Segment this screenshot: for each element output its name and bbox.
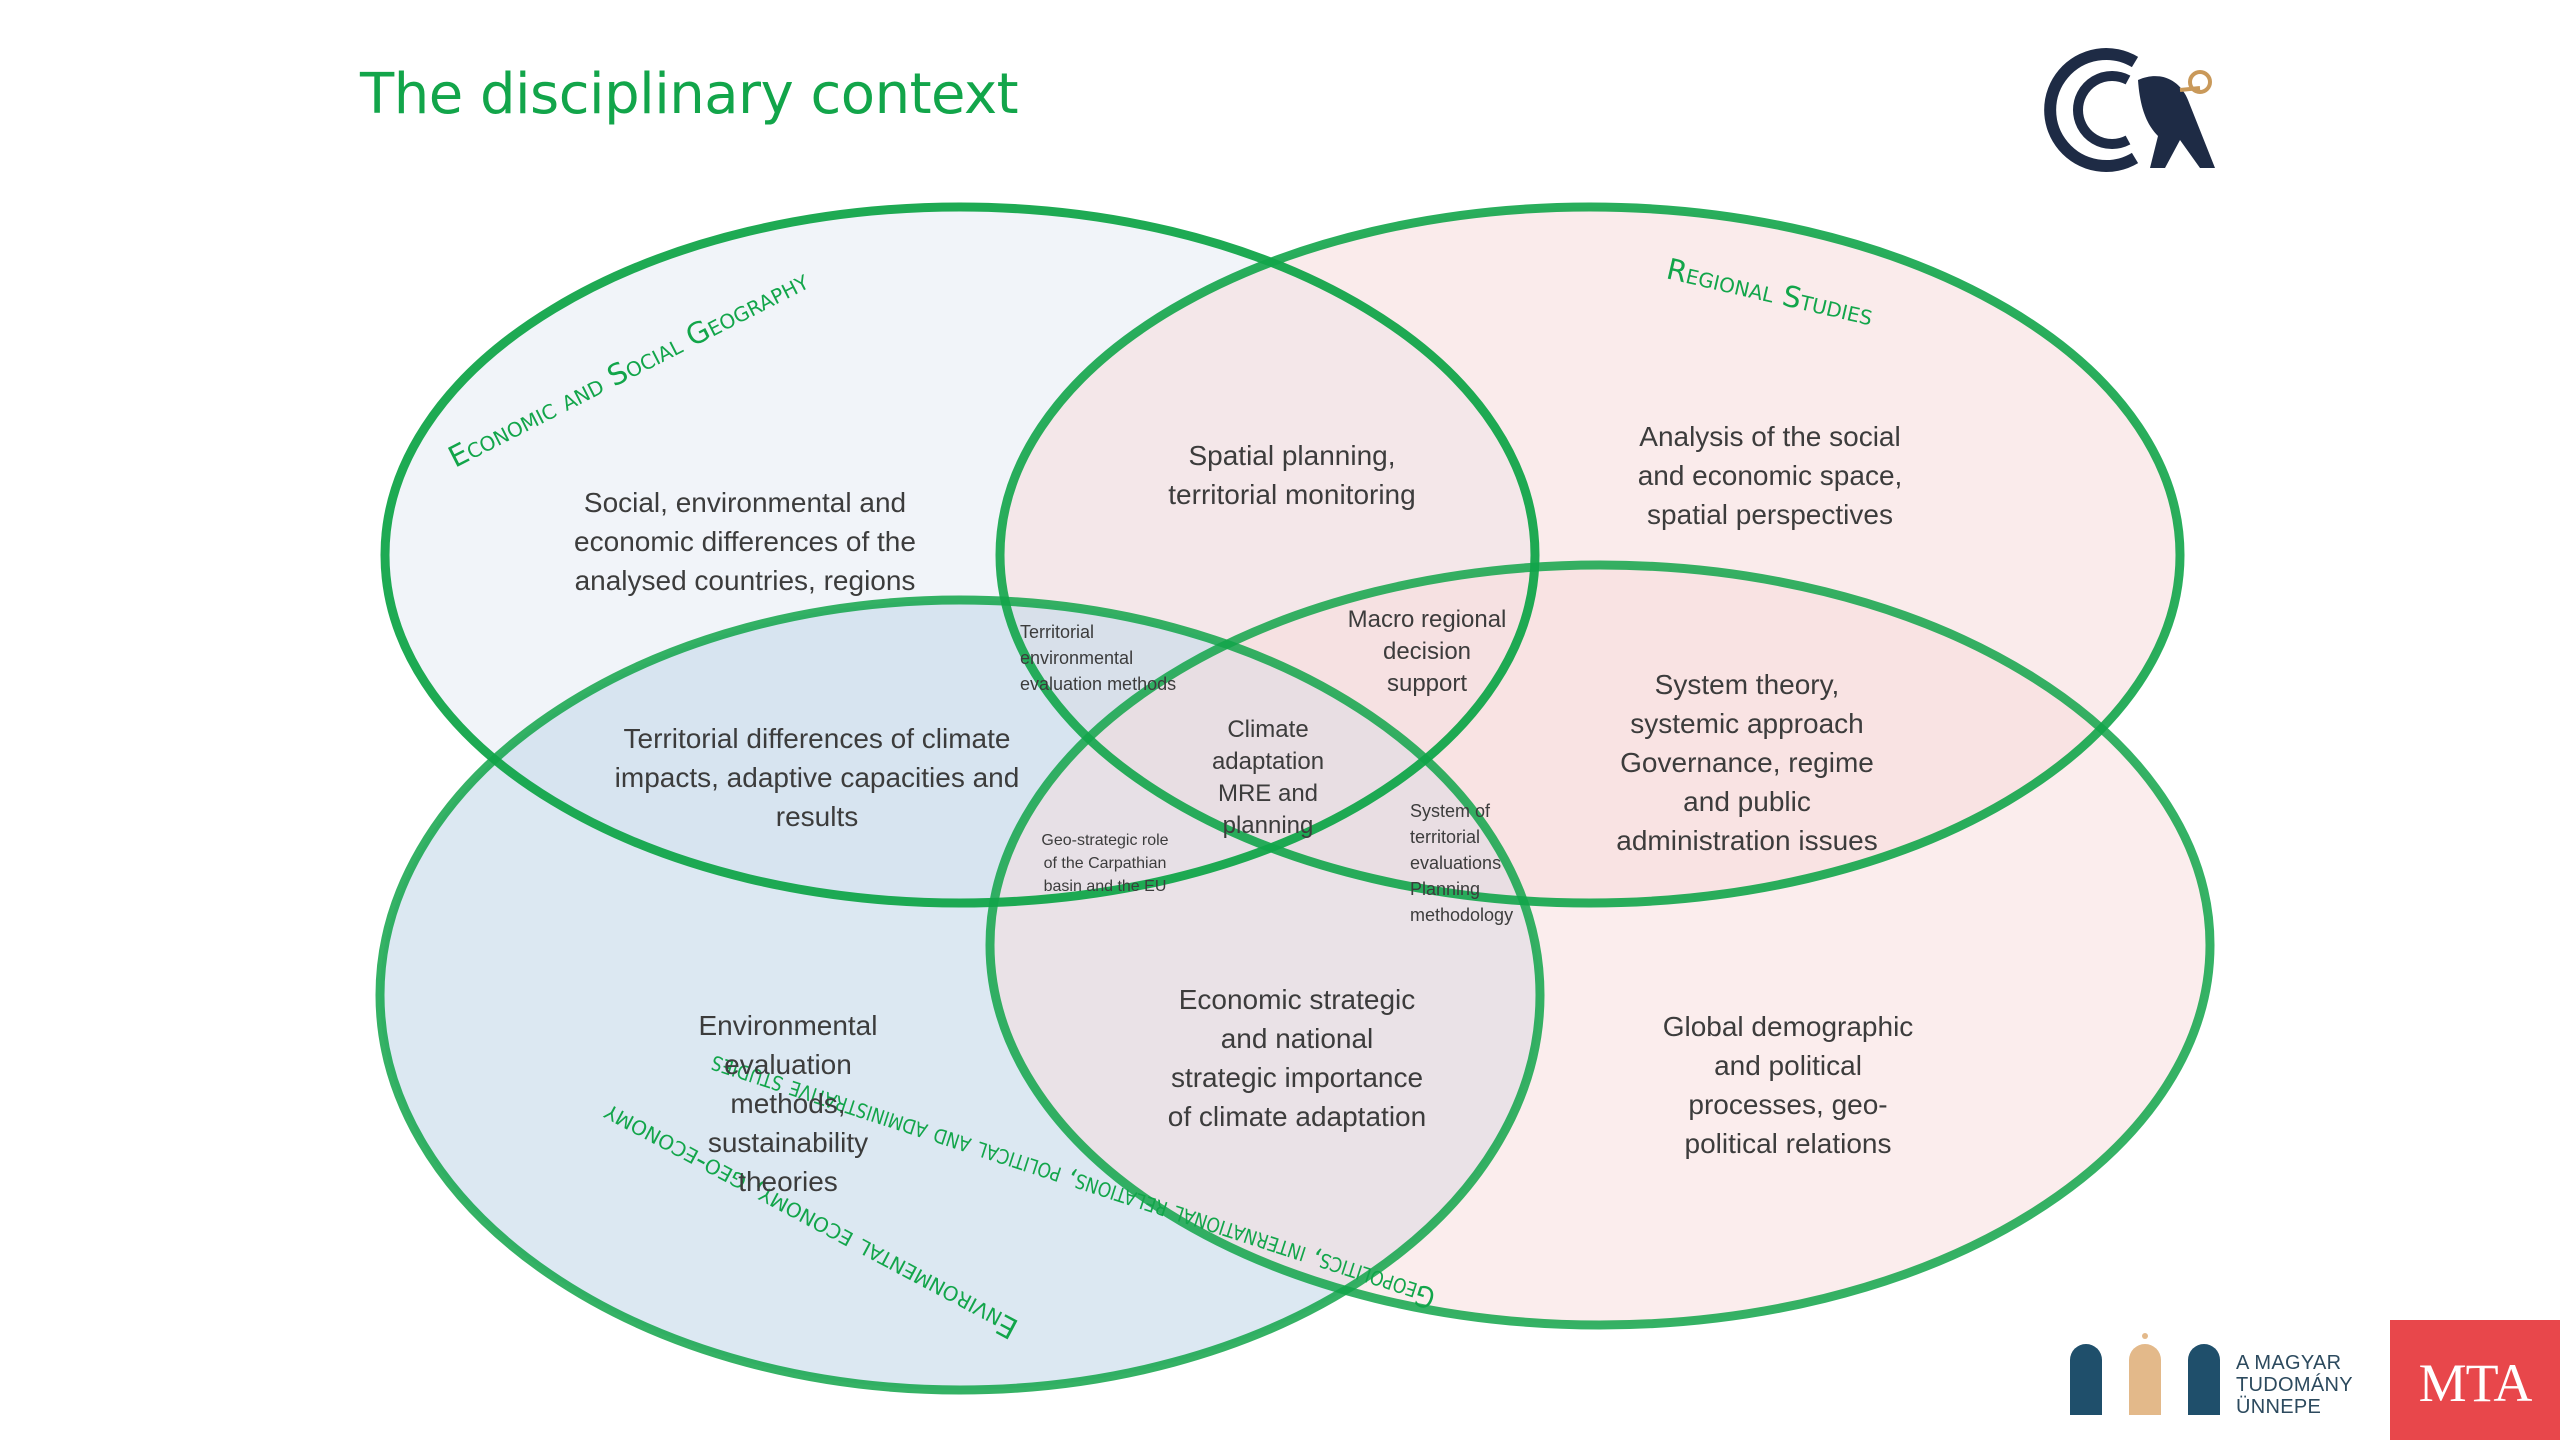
- region-macro-regional: Macro regional decision support: [1348, 606, 1507, 697]
- region-env-only: Environmental evaluation methods, sustai…: [699, 1010, 878, 1197]
- amt-logo-icon: [2070, 1333, 2220, 1415]
- region-geo-only: Social, environmental and economic diffe…: [574, 487, 916, 596]
- svg-text:Governance, regime: Governance, regime: [1620, 747, 1874, 778]
- cr-logo: [2044, 48, 2215, 172]
- svg-text:economic differences of the: economic differences of the: [574, 526, 916, 557]
- svg-text:analysed countries, regions: analysed countries, regions: [575, 565, 916, 596]
- svg-text:results: results: [776, 801, 858, 832]
- svg-text:support: support: [1387, 670, 1467, 697]
- svg-text:Climate: Climate: [1227, 716, 1308, 743]
- svg-text:of climate adaptation: of climate adaptation: [1168, 1101, 1426, 1132]
- svg-text:Economic strategic: Economic strategic: [1179, 984, 1416, 1015]
- svg-text:theories: theories: [738, 1166, 838, 1197]
- svg-text:processes, geo-: processes, geo-: [1688, 1089, 1887, 1120]
- region-territorial-env-methods: Territorial environmental evaluation met…: [1020, 622, 1176, 694]
- svg-text:impacts, adaptive capacities a: impacts, adaptive capacities and: [615, 762, 1020, 793]
- region-system-territorial: System of territorial evaluations Planni…: [1410, 801, 1513, 925]
- mta-logo: MTA: [2390, 1320, 2560, 1440]
- svg-text:basin and the EU: basin and the EU: [1044, 878, 1167, 895]
- page-title: The disciplinary context: [360, 62, 1019, 127]
- svg-text:Analysis of the social: Analysis of the social: [1639, 421, 1900, 452]
- svg-text:political relations: political relations: [1685, 1128, 1892, 1159]
- region-regional-geopolitics: System theory, systemic approach Governa…: [1616, 669, 1877, 856]
- svg-text:environmental: environmental: [1020, 648, 1133, 668]
- svg-text:Territorial differences of cli: Territorial differences of climate: [624, 723, 1011, 754]
- svg-text:System of: System of: [1410, 801, 1491, 821]
- circle-economic-social-geography: [380, 202, 1540, 908]
- svg-text:adaptation: adaptation: [1212, 748, 1324, 775]
- svg-text:and economic space,: and economic space,: [1638, 460, 1903, 491]
- svg-text:evaluation: evaluation: [724, 1049, 852, 1080]
- svg-text:Territorial: Territorial: [1020, 622, 1094, 642]
- svg-text:evaluation methods: evaluation methods: [1020, 674, 1176, 694]
- svg-text:strategic importance: strategic importance: [1171, 1062, 1423, 1093]
- svg-text:Geo-strategic role: Geo-strategic role: [1041, 832, 1168, 849]
- circle-geopolitics: [985, 560, 2215, 1330]
- svg-text:spatial perspectives: spatial perspectives: [1647, 499, 1893, 530]
- svg-text:methods,: methods,: [730, 1088, 845, 1119]
- region-geo-regional: Spatial planning, territorial monitoring: [1168, 440, 1415, 510]
- region-geo-env: Territorial differences of climate impac…: [615, 723, 1020, 832]
- circle-environmental-economy: [375, 595, 1545, 1395]
- circle-regional-studies: [995, 202, 2185, 908]
- svg-text:Environmental: Environmental: [699, 1010, 878, 1041]
- svg-text:sustainability: sustainability: [708, 1127, 868, 1158]
- svg-text:administration issues: administration issues: [1616, 825, 1877, 856]
- svg-text:Macro regional: Macro regional: [1348, 606, 1507, 633]
- region-env-geopolitics: Economic strategic and national strategi…: [1168, 984, 1426, 1132]
- svg-text:systemic approach: systemic approach: [1630, 708, 1863, 739]
- amt-logo-text: A MAGYAR TUDOMÁNY ÜNNEPE: [2236, 1352, 2353, 1418]
- region-regional-only: Analysis of the social and economic spac…: [1638, 421, 1903, 530]
- svg-text:of the Carpathian: of the Carpathian: [1044, 855, 1167, 872]
- svg-text:Spatial planning,: Spatial planning,: [1188, 440, 1395, 471]
- svg-text:territorial monitoring: territorial monitoring: [1168, 479, 1415, 510]
- svg-text:and national: and national: [1221, 1023, 1374, 1054]
- svg-text:Global demographic: Global demographic: [1663, 1011, 1914, 1042]
- svg-text:Planning: Planning: [1410, 879, 1480, 899]
- region-center: Climate adaptation MRE and planning: [1212, 716, 1324, 839]
- svg-text:evaluations: evaluations: [1410, 853, 1501, 873]
- svg-text:MRE and: MRE and: [1218, 780, 1318, 807]
- svg-text:and public: and public: [1683, 786, 1811, 817]
- svg-text:decision: decision: [1383, 638, 1471, 665]
- svg-text:planning: planning: [1223, 812, 1314, 839]
- svg-text:and political: and political: [1714, 1050, 1862, 1081]
- svg-text:methodology: methodology: [1410, 905, 1513, 925]
- svg-text:System theory,: System theory,: [1655, 669, 1840, 700]
- region-geo-strategic: Geo-strategic role of the Carpathian bas…: [1041, 832, 1168, 895]
- region-geopolitics-only: Global demographic and political process…: [1663, 1011, 1914, 1159]
- svg-text:territorial: territorial: [1410, 827, 1480, 847]
- svg-text:Social, environmental and: Social, environmental and: [584, 487, 906, 518]
